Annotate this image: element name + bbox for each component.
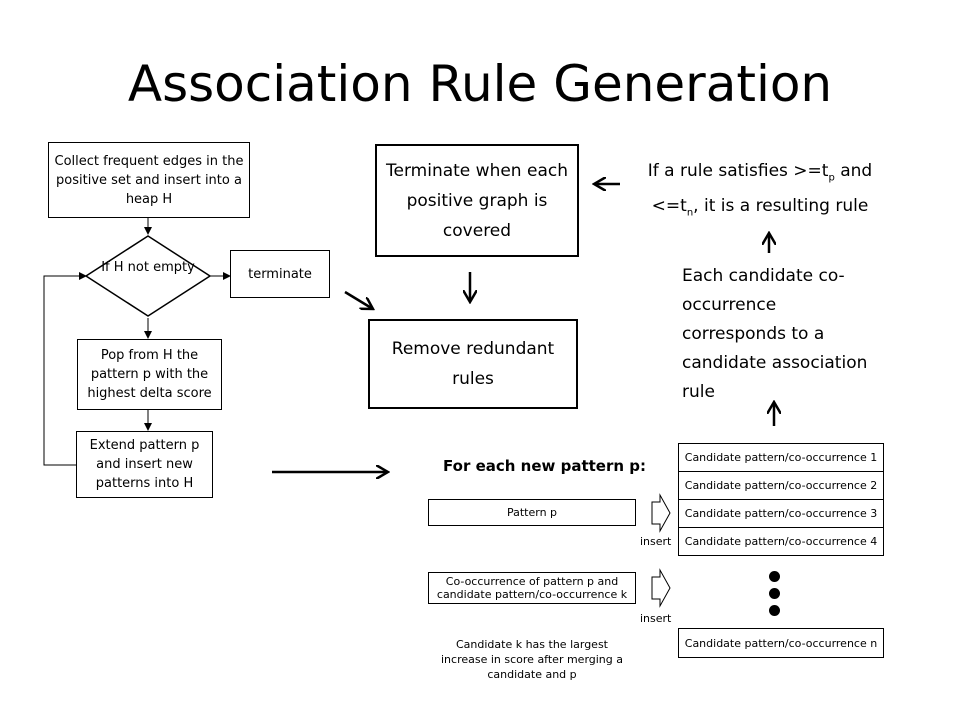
candidate-note: Candidate k has the largest increase in … [441, 638, 623, 681]
terminate-covered-text: Terminate when each positive graph is co… [386, 160, 568, 241]
collect-step-text: Collect frequent edges in the positive s… [54, 153, 244, 207]
pop-step-text: Pop from H the pattern p with the highes… [87, 348, 212, 401]
rule-line2-post: , it is a resulting rule [693, 196, 869, 217]
arrow-terminate-to-remove [344, 290, 373, 309]
insert-label-2: insert [640, 612, 672, 625]
pop-step-box: Pop from H the pattern p with the highes… [77, 339, 222, 410]
decision-diamond [84, 235, 212, 317]
remove-redundant-box: Remove redundant rules [368, 319, 578, 409]
candidate-item: Candidate pattern/co-occurrence 3 [678, 499, 884, 528]
extend-step-text: Extend pattern p and insert new patterns… [89, 438, 200, 491]
candidate-item-last: Candidate pattern/co-occurrence n [678, 628, 884, 658]
terminate-box: terminate [230, 250, 330, 298]
ellipsis-dot [769, 571, 780, 582]
cooccurrence-text: Co-occurrence of pattern p and candidate… [436, 575, 628, 601]
rule-line2-sub: n [686, 207, 694, 219]
collect-step-box: Collect frequent edges in the positive s… [48, 142, 250, 218]
insert-arrow-icon-2 [651, 568, 671, 608]
pattern-p-text: Pattern p [506, 506, 558, 519]
slide-title: Association Rule Generation [127, 55, 833, 113]
terminate-covered-box: Terminate when each positive graph is co… [375, 144, 579, 257]
rule-line1-post: and [834, 161, 873, 181]
cooccurrence-box: Co-occurrence of pattern p and candidate… [428, 572, 636, 604]
rule-line1-pre: If a rule satisfies >=t [647, 161, 829, 181]
insert-label-1: insert [640, 535, 672, 548]
ellipsis-dot [769, 588, 780, 599]
pattern-p-box: Pattern p [428, 499, 636, 526]
decision-text: If H not empty [101, 260, 195, 275]
terminate-text: terminate [248, 266, 312, 282]
candidate-rule-text: Each candidate co-occurrence corresponds… [682, 266, 868, 402]
rule-line1-sub: p [828, 172, 835, 184]
ellipsis-dot [769, 605, 780, 616]
rule-condition-text: If a rule satisfies >=tp and <=tn, it is… [622, 157, 898, 228]
rule-line2-pre: <=t [651, 196, 687, 217]
candidate-item: Candidate pattern/co-occurrence 2 [678, 471, 884, 500]
remove-redundant-text: Remove redundant rules [391, 339, 555, 389]
loop-back-arrow [43, 272, 87, 466]
detail-heading: For each new pattern p: [443, 457, 646, 475]
insert-arrow-icon-1 [651, 493, 671, 533]
candidate-item: Candidate pattern/co-occurrence 4 [678, 527, 884, 556]
candidate-list: Candidate pattern/co-occurrence 1 Candid… [678, 443, 884, 556]
extend-step-box: Extend pattern p and insert new patterns… [76, 431, 213, 498]
candidate-item: Candidate pattern/co-occurrence 1 [678, 443, 884, 472]
